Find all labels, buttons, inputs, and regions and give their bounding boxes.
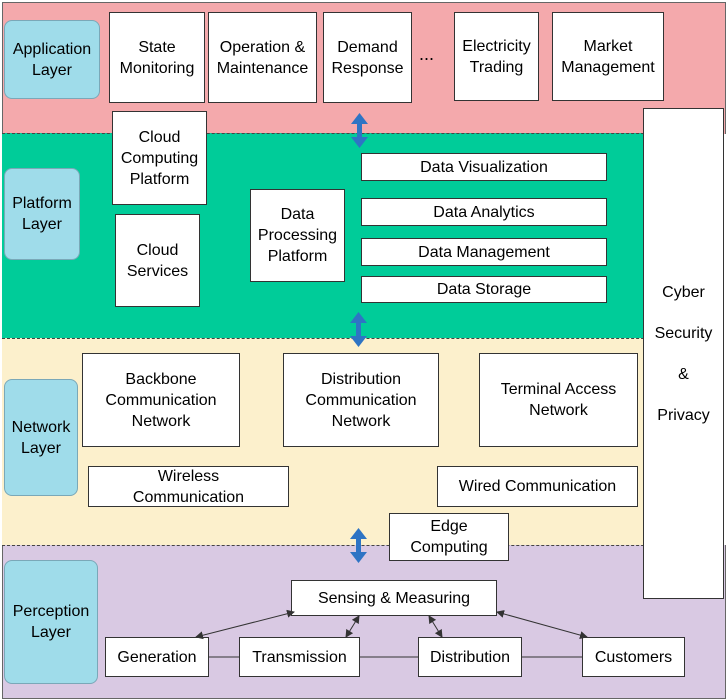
operation-maintenance-box: Operation & Maintenance <box>208 12 317 103</box>
customers-box: Customers <box>582 637 685 677</box>
layer-divider <box>2 133 724 134</box>
cloud-computing-platform-box: Cloud Computing Platform <box>112 111 207 205</box>
wireless-communication-box: Wireless Communication <box>88 466 289 507</box>
cyber-security-privacy-box: Cyber Security & Privacy <box>643 108 724 599</box>
market-management-box: Market Management <box>552 12 664 101</box>
layer-link-arrow <box>351 113 368 148</box>
transmission-box: Transmission <box>239 637 360 677</box>
state-monitoring-box: State Monitoring <box>109 12 205 103</box>
electricity-trading-box: Electricity Trading <box>454 12 539 101</box>
terminal-access-network-box: Terminal Access Network <box>479 353 638 447</box>
network-layer-label: Network Layer <box>4 379 78 496</box>
sensing-measuring-box: Sensing & Measuring <box>291 580 497 616</box>
sensing-distribution-arrow <box>428 615 443 638</box>
wired-communication-box: Wired Communication <box>437 466 638 507</box>
layer-link-arrow <box>350 312 367 347</box>
distribution-box: Distribution <box>418 637 522 677</box>
data-analytics-box: Data Analytics <box>361 198 607 226</box>
perception-layer-label: Perception Layer <box>4 560 98 684</box>
layer-link-arrow <box>350 528 367 563</box>
platform-layer-label: Platform Layer <box>4 168 80 260</box>
data-storage-box: Data Storage <box>361 276 607 303</box>
cloud-services-box: Cloud Services <box>115 214 200 307</box>
edge-computing-box: Edge Computing <box>389 513 509 561</box>
sensing-generation-arrow <box>195 609 295 640</box>
distribution-communication-network-box: Distribution Communication Network <box>283 353 439 447</box>
application-layer-label: Application Layer <box>4 20 100 99</box>
backbone-communication-network-box: Backbone Communication Network <box>82 353 240 447</box>
sensing-customers-arrow <box>496 610 588 639</box>
sensing-transmission-arrow <box>345 615 360 638</box>
data-visualization-box: Data Visualization <box>361 153 607 181</box>
data-management-box: Data Management <box>361 238 607 266</box>
more-apps-ellipsis: ... <box>419 44 435 64</box>
demand-response-box: Demand Response <box>323 12 412 103</box>
layer-divider <box>2 545 724 546</box>
data-processing-platform-box: Data Processing Platform <box>250 189 345 282</box>
generation-box: Generation <box>105 637 209 677</box>
